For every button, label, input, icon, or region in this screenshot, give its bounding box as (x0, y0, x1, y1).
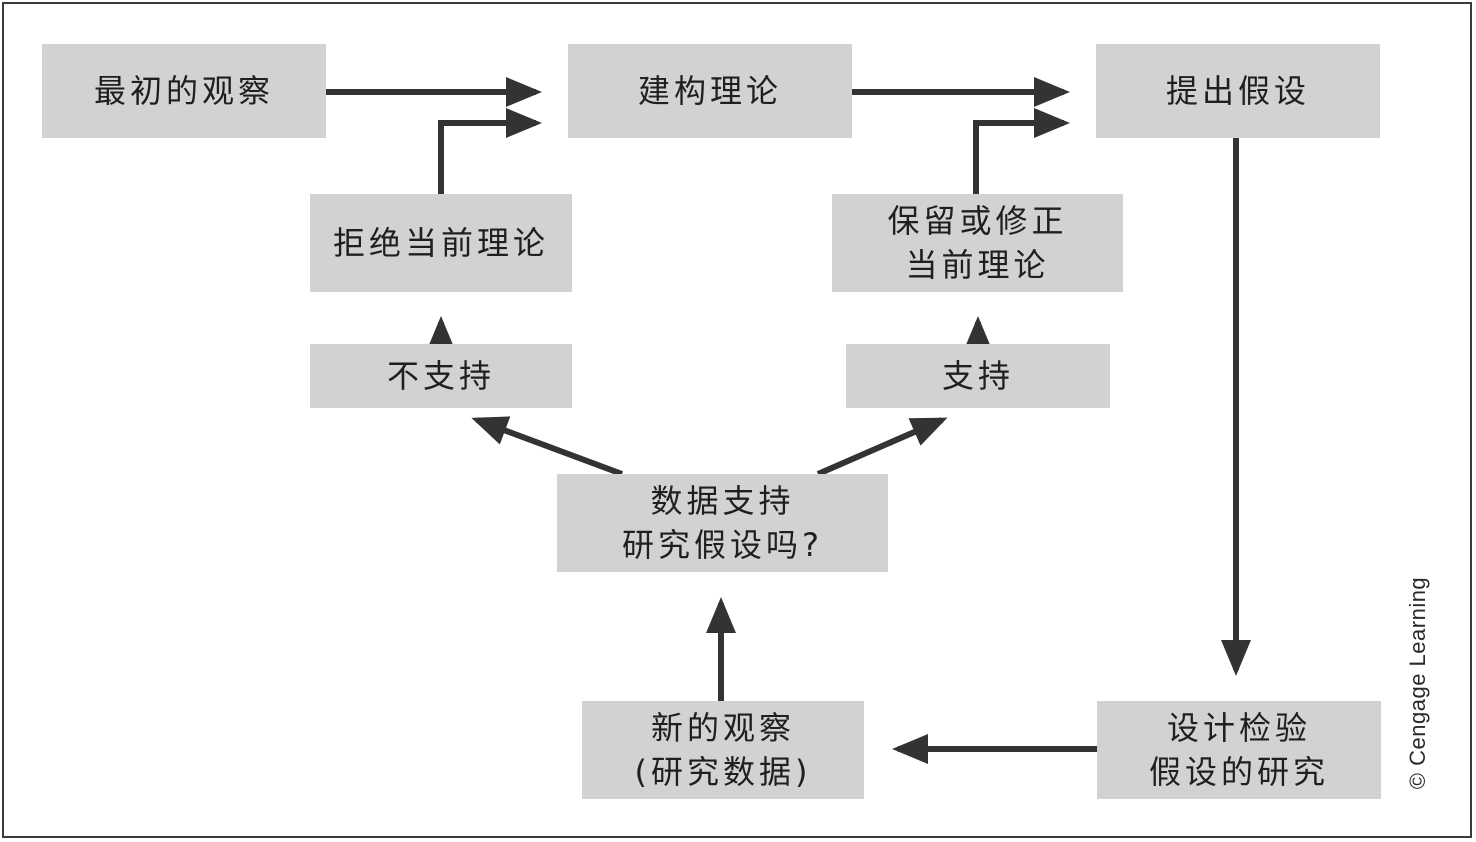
not-supported-label: 不支持 (386, 357, 495, 395)
keep-or-revise-label-line2: 当前理论 (905, 246, 1050, 284)
arrow-reject-to-theory (438, 108, 542, 194)
arrow-question-to-not-supported (471, 416, 624, 477)
initial-observation-box: 最初的观察 (42, 44, 326, 138)
arrow-keep-to-hypothesis (973, 108, 1070, 194)
propose-hypothesis-box: 提出假设 (1096, 44, 1380, 138)
arrow-question-to-supported (816, 417, 948, 477)
not-supported-box: 不支持 (310, 344, 572, 408)
supported-label: 支持 (941, 357, 1014, 395)
design-study-line1: 设计检验 (1166, 709, 1311, 747)
data-support-question-line1: 数据支持 (650, 482, 795, 520)
design-study-box: 设计检验 假设的研究 (1097, 701, 1381, 799)
supported-box: 支持 (846, 344, 1110, 408)
reject-theory-box: 拒绝当前理论 (310, 194, 572, 292)
initial-observation-label: 最初的观察 (93, 72, 274, 110)
keep-or-revise-label-line1: 保留或修正 (887, 202, 1068, 240)
new-observation-line2: (研究数据) (634, 753, 812, 791)
reject-theory-label: 拒绝当前理论 (332, 224, 549, 262)
copyright-text: © Cengage Learning (1405, 576, 1430, 790)
new-observation-line1: 新的观察 (650, 709, 795, 747)
keep-or-revise-box: 保留或修正 当前理论 (832, 194, 1123, 292)
data-support-question-box: 数据支持 研究假设吗? (557, 474, 888, 572)
build-theory-label: 建构理论 (637, 72, 782, 110)
build-theory-box: 建构理论 (568, 44, 852, 138)
new-observation-box: 新的观察 (研究数据) (582, 701, 864, 799)
design-study-line2: 假设的研究 (1148, 753, 1329, 791)
propose-hypothesis-label: 提出假设 (1165, 72, 1310, 110)
data-support-question-line2: 研究假设吗? (622, 526, 823, 564)
